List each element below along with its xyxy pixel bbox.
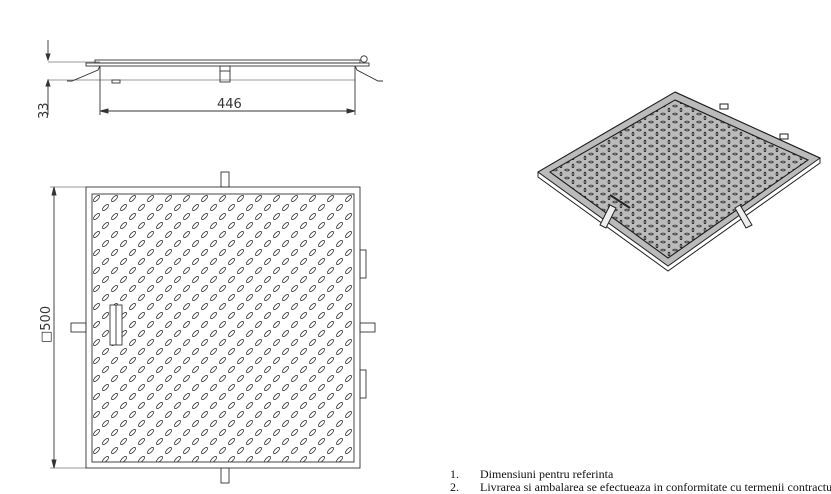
- width-dimension: 446: [217, 97, 242, 112]
- note-item: 2. Livrarea si ambalarea se efectueaza in…: [450, 481, 831, 494]
- square-side-dimension: □500: [39, 306, 54, 343]
- side-view: [45, 40, 383, 115]
- height-dimension: 33: [37, 102, 52, 119]
- note-number: 1.: [450, 467, 459, 481]
- note-item: 1. Dimensiuni pentru referinta: [450, 468, 831, 481]
- plan-view: [50, 171, 376, 484]
- note-text: Dimensiuni pentru referinta: [480, 467, 614, 481]
- note-text: Livrarea si ambalarea se efectueaza in c…: [480, 480, 831, 494]
- isometric-view: [537, 91, 821, 272]
- notes-list: 1. Dimensiuni pentru referinta 2. Livrarea…: [450, 468, 831, 494]
- note-number: 2.: [450, 480, 459, 494]
